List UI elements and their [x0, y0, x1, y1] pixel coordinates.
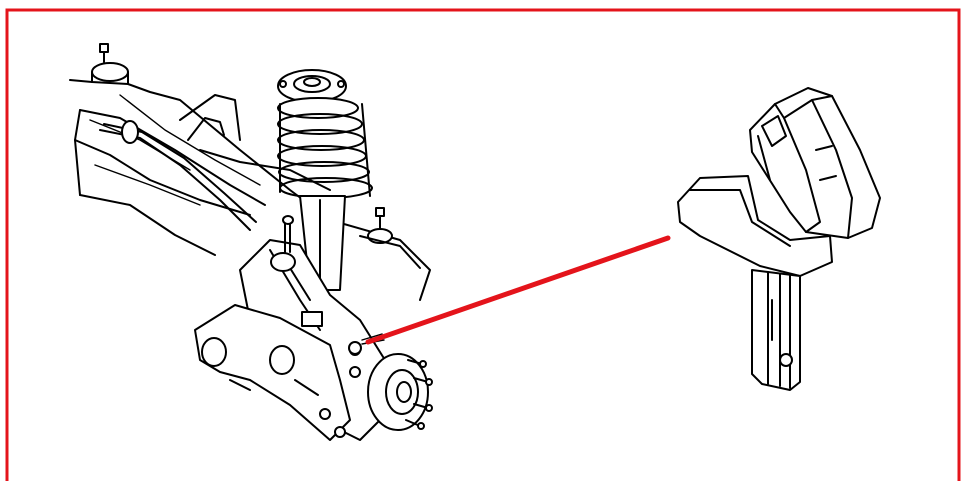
subframe-mount-stud-left [91, 43, 129, 85]
coil-spring [277, 97, 373, 199]
front-suspension-assembly [69, 43, 433, 441]
wheel-speed-sensor [677, 87, 881, 391]
leader-line [365, 235, 671, 345]
frame-border [5, 8, 961, 481]
subframe-mount-stud-right [359, 207, 421, 269]
strut-top-mount [277, 69, 347, 103]
wheel-hub [367, 353, 433, 431]
lower-control-arm [194, 304, 351, 441]
